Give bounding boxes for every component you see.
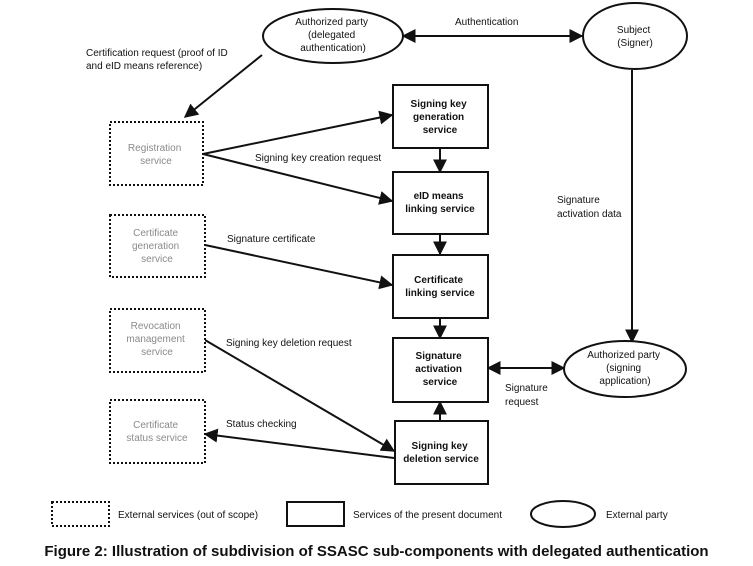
svg-text:Revocation management: Revocation management service — [126, 321, 187, 358]
label-signing-key-deletion-request: Signing key deletion request — [226, 338, 352, 349]
svg-text:Signing key generation: Signing key generation service — [411, 99, 470, 136]
legend-external-label: External services (out of scope) — [118, 510, 258, 521]
party-authorized-signing-line2: (signing — [606, 363, 641, 374]
svg-text:Authorized party (delega: Authorized party (delegated authenticati… — [295, 17, 371, 54]
service-eid-means-linking: eID means linking service — [392, 171, 489, 235]
certificate-generation-line1: Certificate — [133, 228, 178, 239]
label-certification-request: Certification request (proof of ID and e… — [86, 48, 231, 72]
party-authorized-delegated-line3: authentication) — [300, 43, 366, 54]
party-subject: Subject (Signer) — [582, 2, 688, 70]
signature-activation-data-line1: Signature — [557, 195, 600, 206]
service-certificate-linking: Certificate linking service — [392, 254, 489, 319]
edge-revocation-to-deletion — [204, 339, 396, 452]
certification-request-line2: and eID means reference) — [86, 61, 202, 72]
external-certificate-generation-service: Certificate generation service — [109, 214, 206, 278]
edge-registration-to-eid — [202, 153, 394, 205]
edge-status-checking — [203, 428, 395, 459]
party-authorized-signing: Authorized party (signing application) — [563, 340, 687, 398]
eid-linking-line1: eID means — [414, 191, 464, 202]
signature-activation-line2: activation — [415, 364, 462, 375]
external-registration-service: Registration service — [109, 121, 204, 186]
svg-text:Registration service: Registration service — [128, 143, 184, 167]
certificate-linking-line1: Certificate — [414, 275, 463, 286]
certificate-linking-line2: linking service — [405, 288, 475, 299]
legend-present-label: Services of the present document — [353, 510, 502, 521]
legend-party-swatch — [530, 500, 596, 528]
service-signature-activation: Signature activation service — [392, 337, 489, 403]
party-authorized-delegated-line1: Authorized party — [295, 17, 368, 28]
svg-text:eID means linking servic: eID means linking service — [405, 191, 475, 215]
party-subject-line2: (Signer) — [617, 38, 653, 49]
connectors — [183, 29, 639, 459]
edge-registration-to-keygen — [202, 110, 394, 155]
certificate-generation-line2: generation — [132, 241, 179, 252]
registration-line2: service — [140, 156, 172, 167]
signature-activation-line3: service — [423, 377, 458, 388]
external-revocation-management-service: Revocation management service — [109, 308, 206, 373]
svg-text:Signature activation: Signature activation service — [415, 351, 464, 388]
label-signature-request: Signature request — [505, 383, 551, 408]
label-status-checking: Status checking — [226, 419, 297, 430]
certification-request-line1: Certification request (proof of ID — [86, 48, 228, 59]
label-signing-key-creation-request: Signing key creation request — [255, 153, 381, 164]
revocation-line2: management — [126, 334, 185, 345]
label-authentication: Authentication — [455, 17, 518, 28]
party-authorized-delegated: Authorized party (delegated authenticati… — [262, 8, 404, 64]
party-authorized-signing-line3: application) — [599, 376, 650, 387]
legend: External services (out of scope) Service… — [51, 500, 668, 528]
signature-activation-line1: Signature — [416, 351, 463, 362]
party-authorized-delegated-line2: (delegated — [308, 30, 355, 41]
signing-key-generation-line3: service — [423, 125, 458, 136]
signing-key-deletion-line2: deletion service — [403, 454, 479, 465]
edge-certification-request — [183, 54, 263, 118]
eid-linking-line2: linking service — [405, 204, 475, 215]
party-authorized-signing-line1: Authorized party — [587, 350, 660, 361]
signing-key-generation-line2: generation — [413, 112, 464, 123]
legend-present-swatch — [286, 501, 345, 527]
svg-text:Certificate generation: Certificate generation service — [132, 228, 182, 265]
legend-party-label: External party — [606, 510, 668, 521]
signature-request-line1: Signature — [505, 383, 548, 394]
party-subject-line1: Subject — [617, 25, 651, 36]
revocation-line1: Revocation — [131, 321, 181, 332]
external-certificate-status-service: Certificate status service — [109, 399, 206, 464]
registration-line1: Registration — [128, 143, 181, 154]
certificate-generation-line3: service — [141, 254, 173, 265]
signature-activation-data-line2: activation data — [557, 209, 622, 220]
svg-text:Subject (Signer): Subject (Signer) — [617, 25, 653, 49]
svg-text:Certificate linking serv: Certificate linking service — [405, 275, 475, 299]
signing-key-deletion-line1: Signing key — [412, 441, 469, 452]
label-signature-activation-data: Signature activation data — [557, 195, 622, 220]
service-signing-key-generation: Signing key generation service — [392, 84, 489, 149]
signature-request-line2: request — [505, 397, 539, 408]
label-signature-certificate: Signature certificate — [227, 234, 316, 245]
legend-external-swatch — [51, 501, 110, 527]
svg-text:Authorized party (signin: Authorized party (signing application) — [587, 350, 663, 387]
edge-certgen-to-certlink — [204, 244, 394, 290]
service-signing-key-deletion: Signing key deletion service — [394, 420, 489, 485]
figure-caption: Figure 2: Illustration of subdivision of… — [44, 543, 709, 560]
signing-key-generation-line1: Signing key — [411, 99, 468, 110]
certificate-status-line2: status service — [126, 433, 188, 444]
certificate-status-line1: Certificate — [133, 420, 178, 431]
svg-text:Signing key deletion ser: Signing key deletion service — [403, 441, 479, 465]
revocation-line3: service — [141, 347, 173, 358]
svg-text:Certificate status servi: Certificate status service — [126, 420, 188, 444]
